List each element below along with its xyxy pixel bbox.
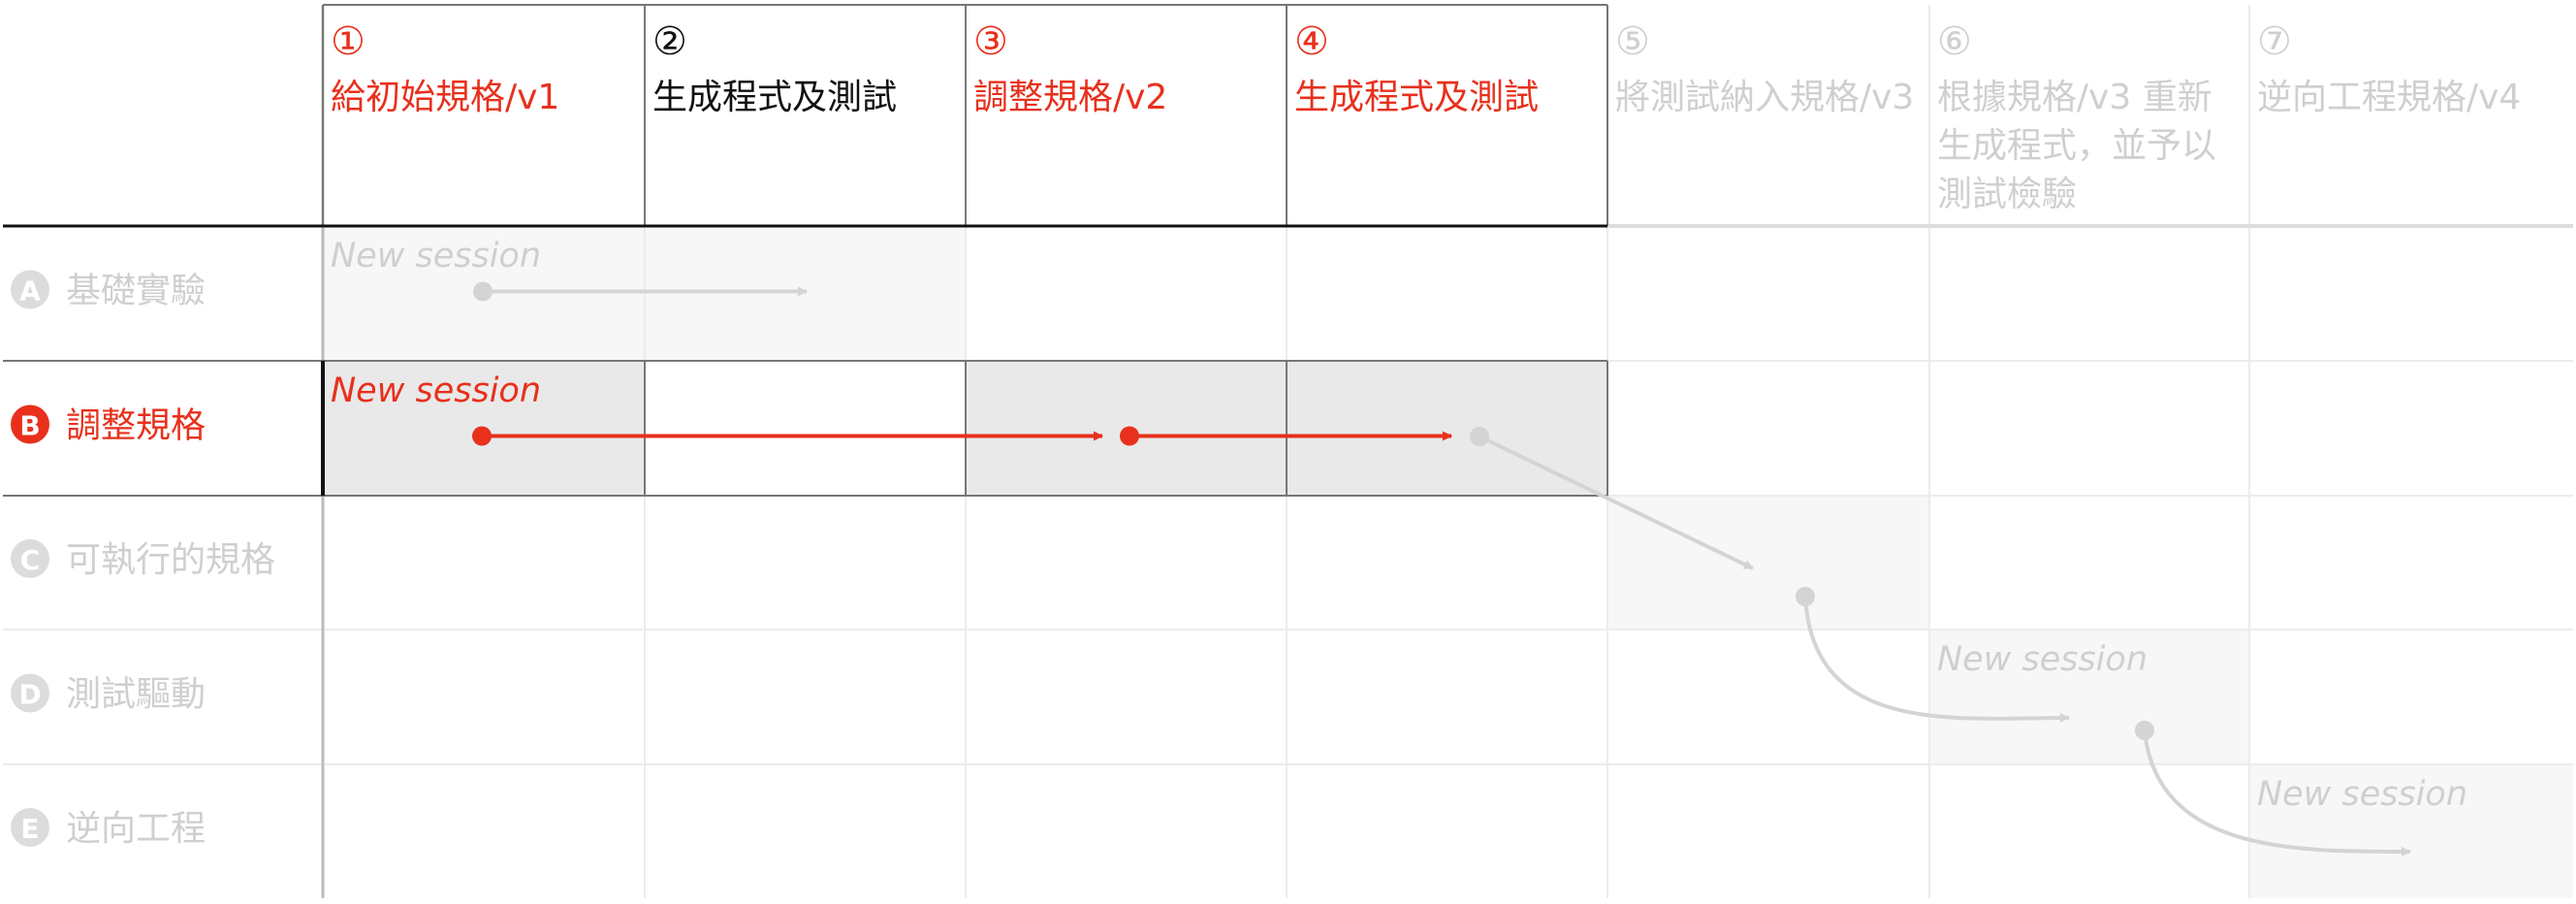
step-number: ①: [331, 19, 366, 64]
session-label: New session: [331, 371, 541, 410]
grid-lines: [3, 4, 2573, 898]
step-label: 根據規格/v3 重新: [1937, 78, 2212, 117]
step-number: ③: [973, 19, 1008, 64]
step-number: ⑥: [1937, 19, 1972, 64]
row-badge: [11, 808, 49, 847]
step-label: 生成程式及測試: [1294, 78, 1539, 117]
row-badge: [11, 673, 49, 713]
step-label: 生成程式，並予以: [1937, 126, 2216, 166]
row-badge-letter: C: [20, 544, 41, 576]
flow-arrow-to-e: [2143, 729, 2411, 857]
step-number: ⑤: [1615, 19, 1650, 64]
row-label: 調整規格: [66, 406, 206, 446]
row-badge: [11, 270, 49, 309]
row-badge-letter: E: [20, 813, 39, 845]
row-badge-letter: D: [18, 679, 41, 711]
step-label: 生成程式及測試: [652, 78, 897, 117]
step-label: 逆向工程規格/v4: [2257, 78, 2521, 117]
flow-arrow-to-c: [1479, 435, 1754, 570]
row-badge: [11, 539, 49, 578]
step-number: ②: [652, 19, 687, 64]
step-label: 測試檢驗: [1937, 175, 2077, 214]
step-number: ④: [1294, 19, 1329, 64]
labels: ① 給初始規格/v1 ② 生成程式及測試 ③ 調整規格/v2 ④ 生成程式及測試 ⑤ 將測試納入規…: [11, 19, 2521, 849]
step-label: 將測試納入規格/v3: [1615, 78, 1914, 117]
row-badge-letter: A: [19, 275, 41, 307]
cell-d-6: [1929, 630, 2249, 764]
flow-arrows: [472, 281, 2411, 857]
step-label: 調整規格/v2: [973, 78, 1167, 117]
cell-highlights: [323, 226, 2573, 898]
row-label: 基礎實驗: [66, 272, 206, 311]
row-badge-letter: B: [19, 410, 40, 442]
row-label: 測試驅動: [66, 675, 206, 715]
step-label: 給初始規格/v1: [331, 78, 559, 117]
session-label: New session: [2257, 775, 2467, 814]
cell-e-7: [2249, 764, 2573, 898]
row-label: 逆向工程: [66, 809, 206, 849]
cell-c-5: [1607, 496, 1929, 630]
session-label: New session: [1937, 640, 2147, 679]
session-label: New session: [331, 237, 541, 275]
step-number: ⑦: [2257, 19, 2292, 64]
row-badge: [11, 404, 49, 444]
row-label: 可執行的規格: [66, 540, 275, 580]
flow-arrow-to-d: [1803, 596, 2070, 724]
